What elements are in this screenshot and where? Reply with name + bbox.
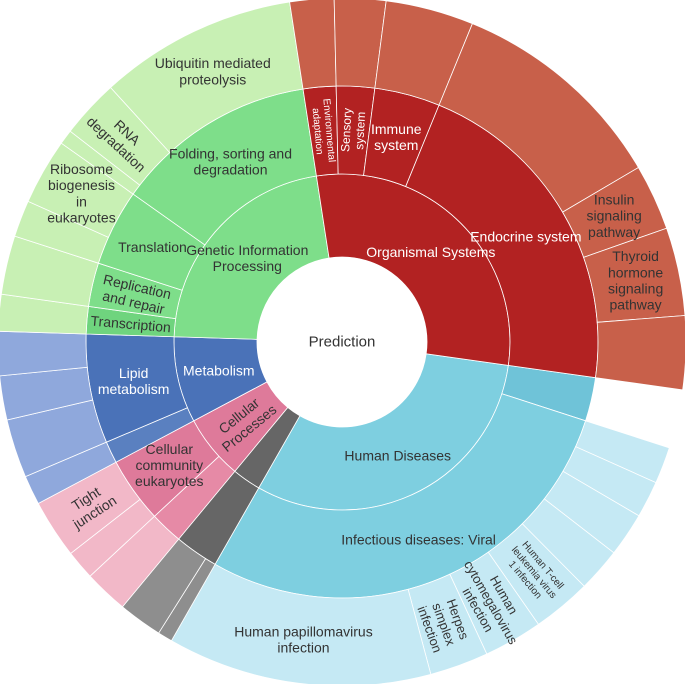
center-disk: [257, 257, 427, 427]
endocrine-system-label: Endocrine system: [470, 228, 581, 244]
transcription-label: Transcription: [90, 313, 171, 336]
human-diseases-label: Human Diseases: [344, 448, 451, 464]
center-label: Prediction: [309, 334, 376, 351]
infectious-diseases-viral-label: Infectious diseases: Viral: [341, 532, 496, 548]
translation-label: Translation: [118, 239, 187, 255]
pathway-unlabeled-segment[interactable]: [595, 315, 685, 391]
environmental-adaptation-label: Environmentaladaptation: [309, 98, 337, 164]
metabolism-label: Metabolism: [183, 363, 255, 379]
sensory-system-label: Sensorysystem: [338, 108, 368, 153]
organismal-systems-label: Organismal Systems: [366, 244, 495, 260]
